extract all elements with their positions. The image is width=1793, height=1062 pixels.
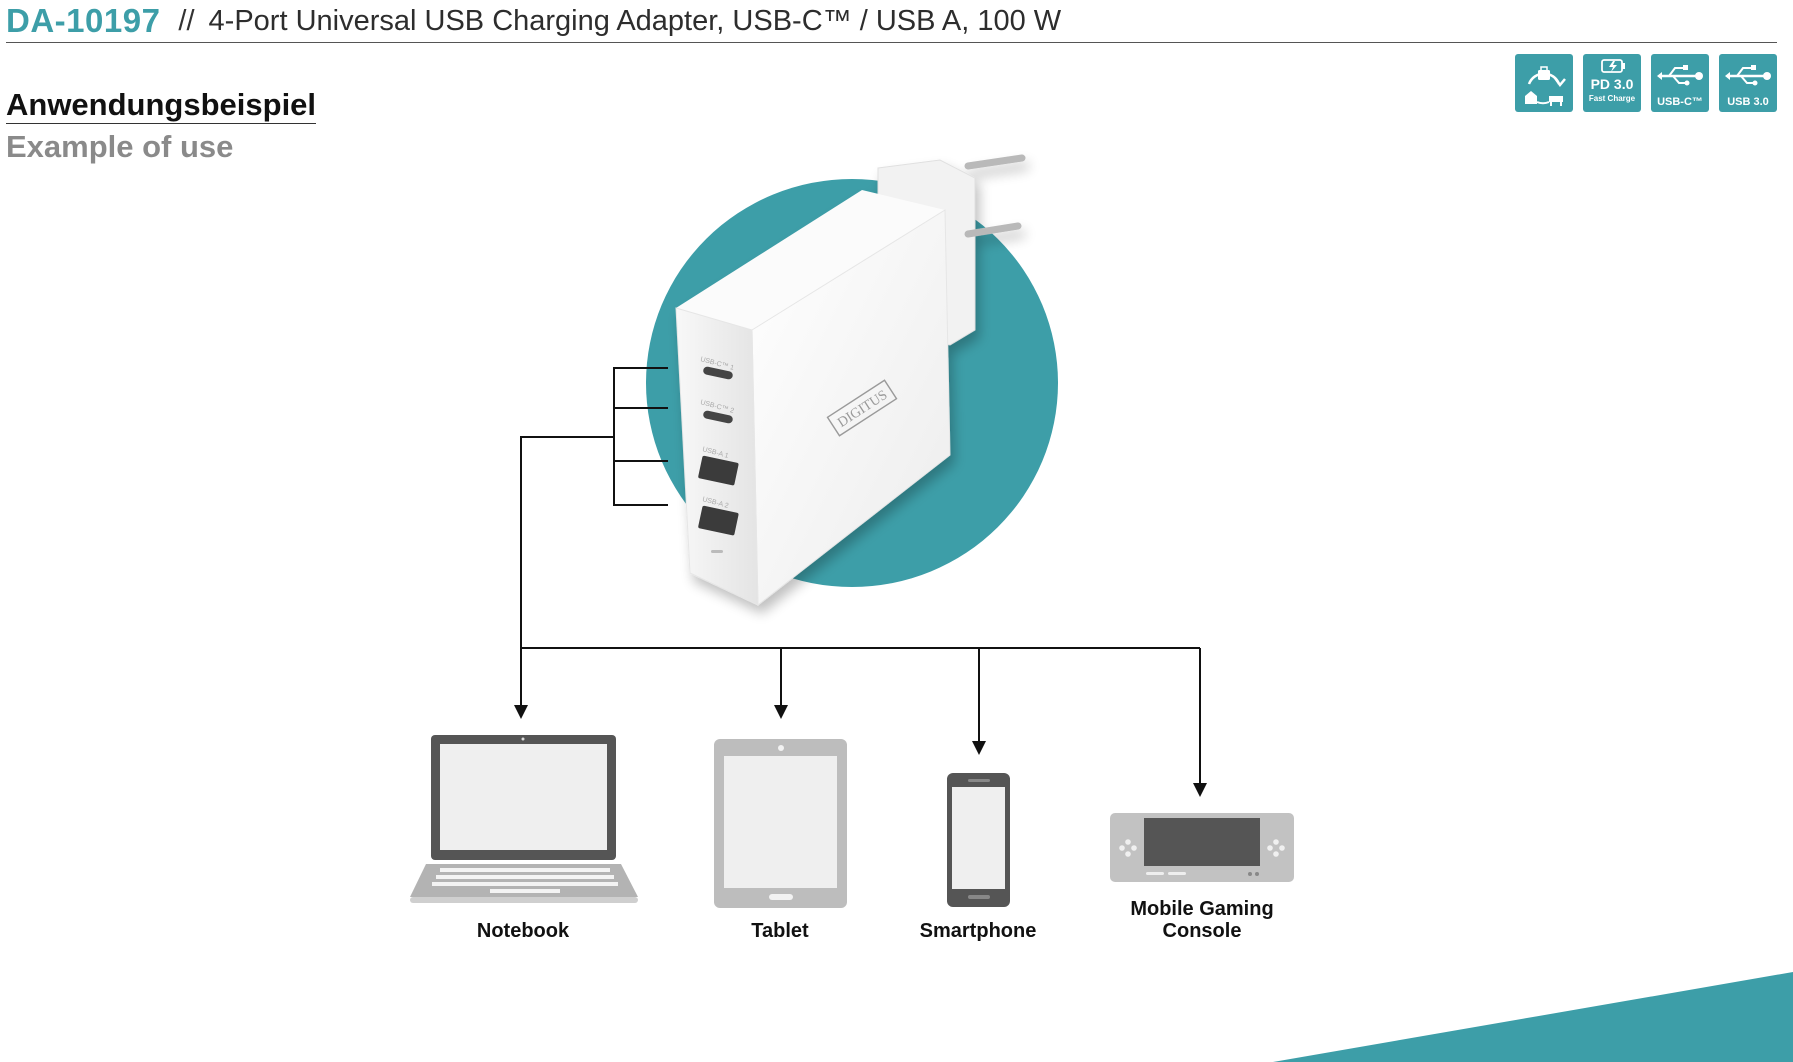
tablet-icon [714,739,847,908]
travel-globe-icon [1525,66,1566,106]
status-led [711,550,723,553]
product-title: 4-Port Universal USB Charging Adapter, U… [208,4,1062,37]
section-title-english: Example of use [6,129,234,164]
fast-charge-battery-icon [1601,59,1625,73]
decorative-corner-wedge [1273,972,1793,1062]
device-label-notebook: Notebook [476,920,570,942]
header-bar: DA-10197 // 4-Port Universal USB Chargin… [6,0,1777,43]
device-label-game-console: Mobile Gaming Console [1130,898,1274,942]
usb3-badge: USB 3.0 [1719,54,1777,112]
section-title-german: Anwendungsbeispiel [6,87,317,124]
notebook-icon [410,735,638,903]
usb3-label: USB 3.0 [1727,96,1769,108]
fast-charge-label: Fast Charge [1588,94,1636,103]
plug-pin [964,222,1022,238]
usb-c-badge: USB-C™ [1651,54,1709,112]
product-number: DA-10197 [6,2,161,39]
connection-lines [514,367,1207,797]
device-label-tablet: Tablet [751,920,809,942]
title-separator: // [178,4,195,37]
usb-symbol-icon [1725,65,1771,86]
feature-badges: PD 3.0 Fast Charge USB-C™ USB 3.0 [1515,54,1777,112]
usb-c-label: USB-C™ [1657,96,1703,108]
usb-symbol-icon [1657,65,1703,86]
pd-label: PD 3.0 [1590,76,1634,92]
pd-fast-charge-badge: PD 3.0 Fast Charge [1583,54,1641,112]
game-console-icon [1110,813,1294,882]
charger-adapter: DIGITUS USB-C™ 1 USB-C™ 2 USB-A 1 USB-A … [675,154,1026,607]
plug-pin [964,154,1026,170]
device-label-smartphone: Smartphone [919,920,1037,942]
travel-badge [1515,54,1573,112]
smartphone-icon [947,773,1010,907]
